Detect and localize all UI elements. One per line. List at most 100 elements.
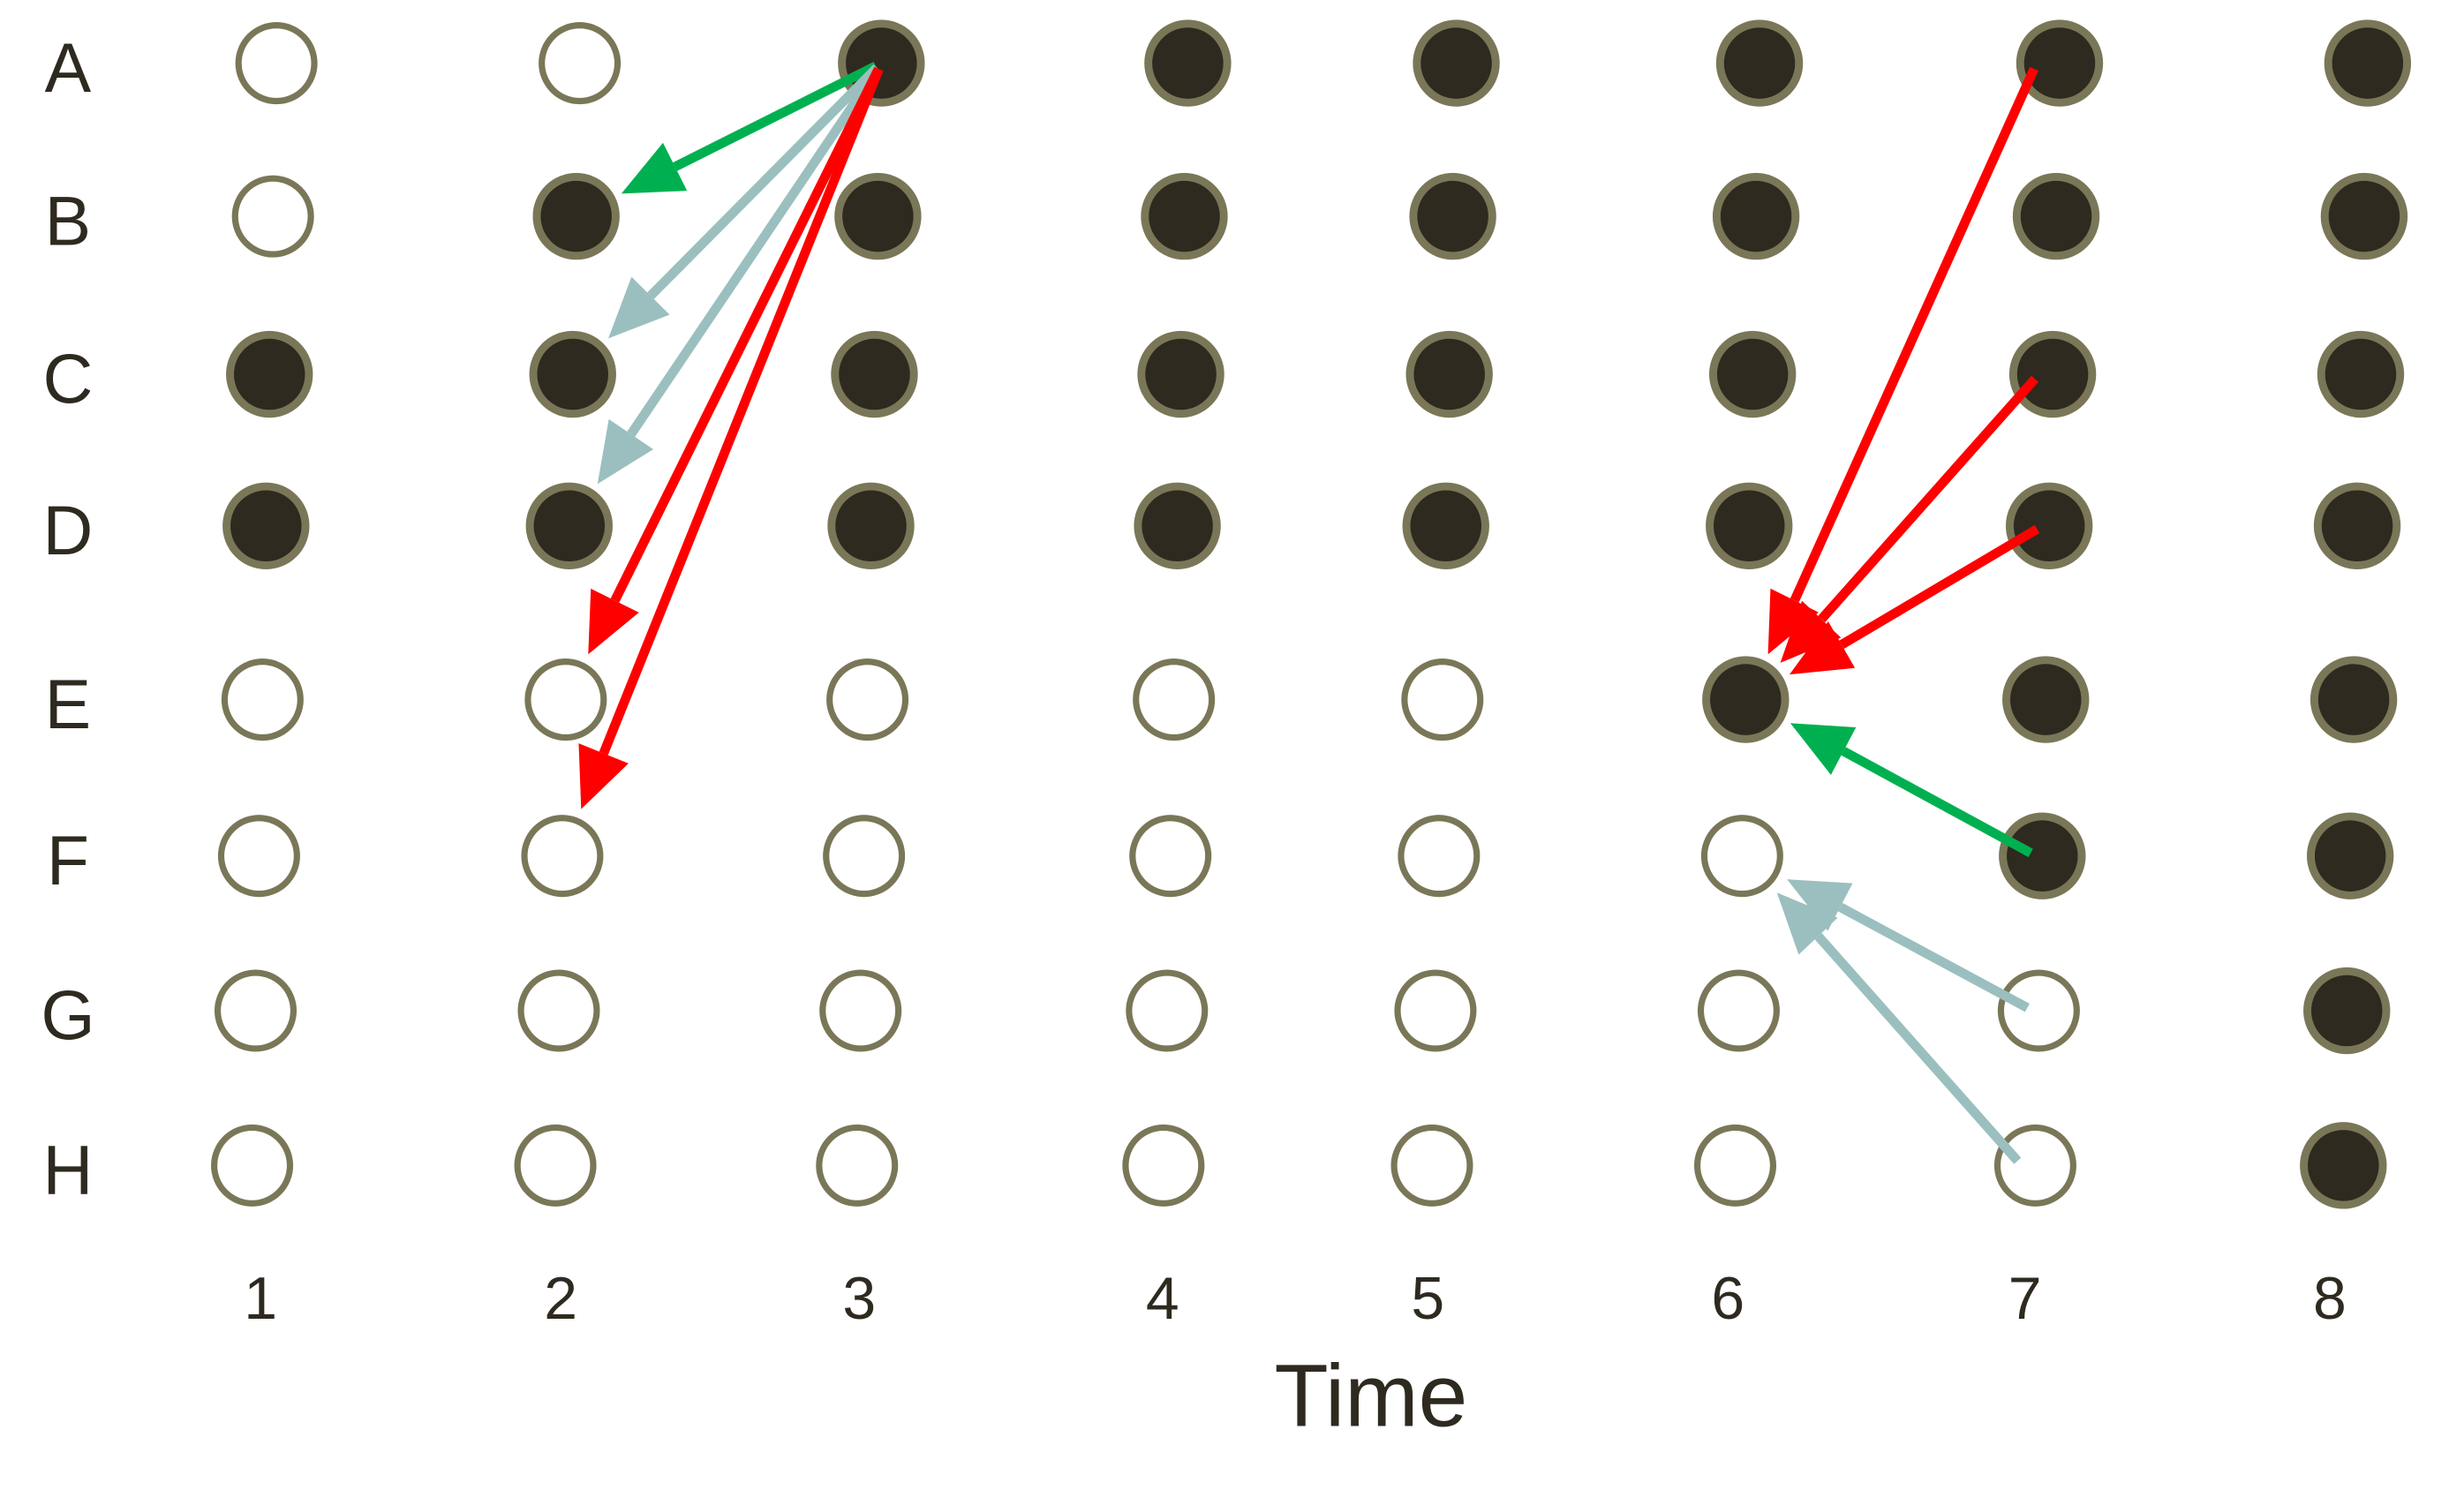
empty-dot-F4 — [1129, 815, 1212, 898]
filled-dot-A5 — [1413, 19, 1500, 107]
filled-dot-C8 — [2317, 330, 2405, 418]
time-tick-2: 2 — [544, 1265, 577, 1332]
row-label-C: C — [43, 340, 94, 418]
teal-arrow-G7-to-F6 — [1787, 879, 2030, 1012]
time-tick-6: 6 — [1711, 1265, 1744, 1332]
empty-dot-H4 — [1122, 1124, 1205, 1207]
filled-dot-F7 — [1999, 812, 2086, 899]
empty-dot-H6 — [1693, 1124, 1777, 1207]
row-label-H: H — [43, 1132, 94, 1209]
empty-dot-F6 — [1700, 815, 1783, 898]
time-tick-7: 7 — [2008, 1265, 2042, 1332]
empty-dot-G3 — [819, 969, 902, 1052]
x-axis-label: Time — [1274, 1347, 1467, 1446]
empty-dot-F2 — [521, 815, 604, 898]
row-label-A: A — [45, 29, 92, 107]
arrowhead-icon — [588, 588, 639, 655]
empty-dot-E2 — [524, 658, 607, 741]
empty-dot-F3 — [823, 815, 906, 898]
arrowhead-icon — [1767, 588, 1819, 655]
filled-dot-D7 — [2005, 482, 2093, 569]
teal-arrow-A3-to-D2 — [597, 65, 882, 485]
empty-dot-H1 — [211, 1124, 294, 1207]
filled-dot-A7 — [2016, 19, 2104, 107]
filled-dot-B5 — [1409, 172, 1496, 260]
time-tick-4: 4 — [1146, 1265, 1179, 1332]
row-label-G: G — [41, 976, 94, 1054]
empty-dot-G1 — [214, 969, 298, 1052]
empty-dot-E4 — [1133, 658, 1216, 741]
filled-dot-F8 — [2306, 812, 2394, 899]
filled-dot-G8 — [2303, 967, 2391, 1055]
filled-dot-C3 — [831, 330, 918, 418]
arrowhead-icon — [1776, 892, 1838, 955]
row-label-F: F — [47, 822, 89, 899]
filled-dot-B7 — [2012, 172, 2100, 260]
filled-dot-D2 — [525, 482, 613, 569]
arrowhead-icon — [1789, 621, 1856, 675]
arrowhead-icon — [1790, 723, 1857, 775]
filled-dot-D5 — [1402, 482, 1489, 569]
arrowhead-icon — [578, 743, 629, 809]
red-arrow-A7-to-E6 — [1767, 66, 2038, 655]
filled-dot-D4 — [1134, 482, 1221, 569]
empty-dot-H2 — [514, 1124, 597, 1207]
empty-dot-G7 — [1997, 969, 2080, 1052]
empty-dot-F5 — [1398, 815, 1481, 898]
red-arrow-A3-to-F2 — [578, 67, 884, 809]
time-tick-5: 5 — [1411, 1265, 1444, 1332]
empty-dot-A1 — [235, 22, 318, 105]
empty-dot-E3 — [826, 658, 909, 741]
filled-dot-B4 — [1141, 172, 1228, 260]
empty-dot-F1 — [217, 815, 300, 898]
empty-dot-G6 — [1697, 969, 1780, 1052]
filled-dot-D3 — [827, 482, 915, 569]
filled-dot-H8 — [2300, 1122, 2387, 1209]
filled-dot-C5 — [1405, 330, 1493, 418]
filled-dot-C7 — [2008, 330, 2097, 418]
red-arrow-A3-to-E2 — [588, 66, 883, 655]
filled-dot-B6 — [1712, 172, 1800, 260]
empty-dot-B1 — [231, 175, 314, 258]
empty-dot-G4 — [1126, 969, 1209, 1052]
teal-arrow-A3-to-C2 — [608, 64, 881, 339]
arrowhead-icon — [1787, 879, 1853, 931]
filled-dot-D6 — [1706, 482, 1793, 569]
empty-dot-G5 — [1394, 969, 1477, 1052]
filled-dot-E7 — [2002, 656, 2090, 743]
filled-dot-D8 — [2313, 482, 2401, 569]
filled-dot-D1 — [222, 482, 310, 569]
empty-dot-H7 — [1993, 1124, 2076, 1207]
filled-dot-E8 — [2310, 656, 2398, 743]
row-label-E: E — [45, 666, 92, 743]
arrowhead-icon — [597, 418, 654, 485]
time-tick-1: 1 — [244, 1265, 277, 1332]
arrowhead-icon — [1780, 600, 1842, 663]
green-arrow-A3-to-B2 — [621, 61, 878, 194]
filled-dot-B8 — [2320, 172, 2408, 260]
teal-arrow-H7-to-F6 — [1776, 892, 2022, 1164]
time-tick-8: 8 — [2313, 1265, 2347, 1332]
filled-dot-A6 — [1715, 19, 1804, 107]
row-label-B: B — [45, 182, 92, 260]
green-arrow-F7-to-E6 — [1790, 723, 2033, 858]
filled-dot-C6 — [1708, 330, 1797, 418]
filled-dot-C2 — [529, 330, 616, 418]
row-label-D: D — [43, 492, 94, 569]
empty-dot-E1 — [221, 658, 304, 741]
arrowhead-icon — [608, 276, 670, 339]
time-tick-3: 3 — [842, 1265, 876, 1332]
red-arrow-C7-to-E6 — [1780, 375, 2038, 663]
empty-dot-A2 — [539, 22, 622, 105]
filled-dot-B2 — [532, 172, 620, 260]
filled-dot-B3 — [834, 172, 922, 260]
filled-dot-E6 — [1702, 656, 1790, 743]
empty-dot-G2 — [517, 969, 600, 1052]
filled-dot-C1 — [226, 330, 313, 418]
empty-dot-H3 — [816, 1124, 899, 1207]
empty-dot-E5 — [1401, 658, 1484, 741]
empty-dot-H5 — [1390, 1124, 1473, 1207]
filled-dot-A8 — [2324, 19, 2412, 107]
